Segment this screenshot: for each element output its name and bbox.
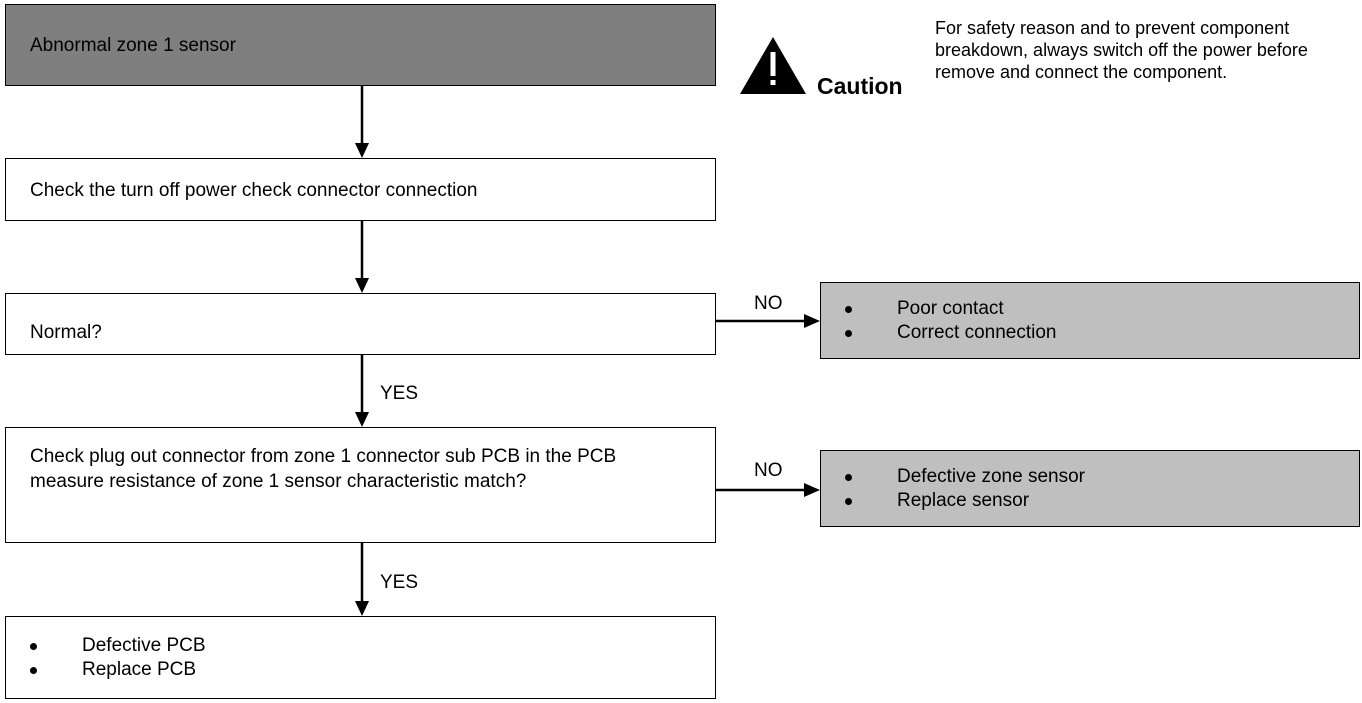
end-list: Defective PCB Replace PCB — [24, 634, 206, 682]
caution-text: For safety reason and to prevent compone… — [935, 18, 1308, 82]
list-item: Replace PCB — [24, 658, 206, 682]
resistance-no-list: Defective zone sensor Replace sensor — [839, 465, 1085, 513]
start-box: Abnormal zone 1 sensor — [5, 4, 716, 86]
start-label: Abnormal zone 1 sensor — [30, 35, 236, 56]
edge-label-yes-resistance: YES — [380, 572, 419, 593]
caution-title: Caution — [817, 73, 903, 99]
normal-decision-label: Normal? — [30, 322, 102, 343]
resistance-decision-label: Check plug out connector from zone 1 con… — [30, 446, 617, 492]
end-box: Defective PCB Replace PCB — [5, 616, 716, 699]
list-item: Poor contact — [839, 297, 1056, 321]
resistance-no-box: Defective zone sensor Replace sensor — [820, 450, 1360, 527]
list-item: Replace sensor — [839, 489, 1085, 513]
warning-triangle-icon — [740, 37, 806, 94]
arrowhead-check-to-normal — [355, 278, 369, 293]
list-item: Defective PCB — [24, 634, 206, 658]
resistance-decision-box: Check plug out connector from zone 1 con… — [5, 427, 716, 543]
normal-no-list: Poor contact Correct connection — [839, 297, 1056, 345]
edge-label-no-normal: NO — [754, 293, 783, 314]
edge-label-no-resistance: NO — [754, 460, 783, 481]
check-connector-label: Check the turn off power check connector… — [30, 180, 478, 201]
arrowhead-normal-yes — [355, 412, 369, 427]
list-item: Defective zone sensor — [839, 465, 1085, 489]
normal-decision-box: Normal? — [5, 293, 716, 355]
arrowhead-normal-no — [804, 314, 820, 328]
list-item: Correct connection — [839, 321, 1056, 345]
normal-no-box: Poor contact Correct connection — [820, 282, 1360, 359]
arrowhead-resistance-no — [804, 483, 820, 497]
arrowhead-resistance-yes — [355, 601, 369, 616]
check-connector-box: Check the turn off power check connector… — [5, 158, 716, 221]
edge-label-yes-normal: YES — [380, 383, 419, 404]
arrowhead-start-to-check — [355, 143, 369, 158]
